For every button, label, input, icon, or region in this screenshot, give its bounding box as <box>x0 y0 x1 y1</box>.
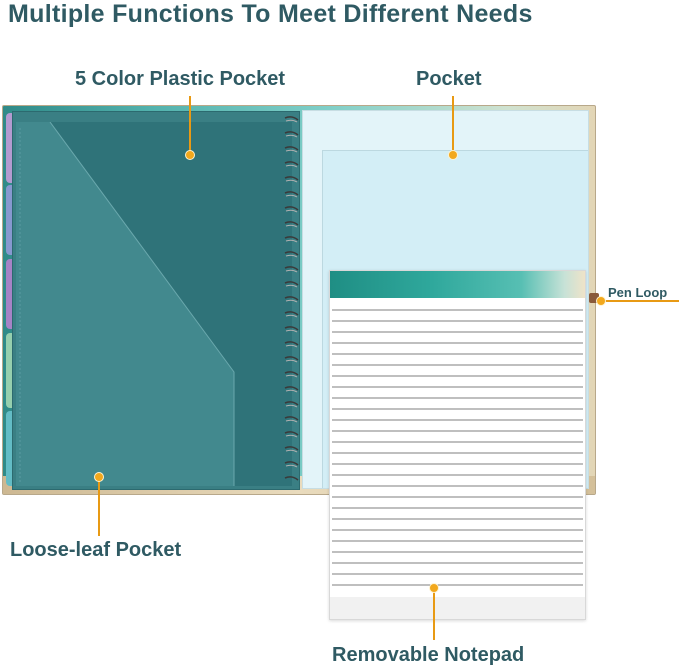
marker-pocket <box>449 151 457 159</box>
callout-loose-leaf-pocket: Loose-leaf Pocket <box>10 539 182 561</box>
marker-removable-notepad <box>430 584 438 592</box>
marker-plastic-pocket <box>186 151 194 159</box>
leader-pen-loop <box>603 300 679 302</box>
spiral-binding <box>284 116 299 481</box>
notepad-footer <box>330 597 585 619</box>
callout-removable-notepad: Removable Notepad <box>332 644 525 666</box>
leader-loose-leaf-pocket <box>98 478 100 536</box>
leader-plastic-pocket <box>189 96 191 154</box>
callout-pen-loop: Pen Loop <box>608 285 668 300</box>
pen-loop <box>589 293 599 303</box>
leader-removable-notepad <box>433 590 435 640</box>
marker-pen-loop <box>597 297 605 305</box>
callout-plastic-pocket: 5 Color Plastic Pocket <box>75 68 286 90</box>
callout-pocket: Pocket <box>416 68 482 90</box>
leader-pocket <box>452 96 454 154</box>
notepad-ruled-lines <box>332 309 583 586</box>
loose-leaf-pocket-shape <box>16 122 235 486</box>
page-title: Multiple Functions To Meet Different Nee… <box>8 0 533 28</box>
notepad-ocean-header <box>330 271 585 298</box>
marker-loose-leaf-pocket <box>95 473 103 481</box>
removable-notepad <box>329 270 586 620</box>
